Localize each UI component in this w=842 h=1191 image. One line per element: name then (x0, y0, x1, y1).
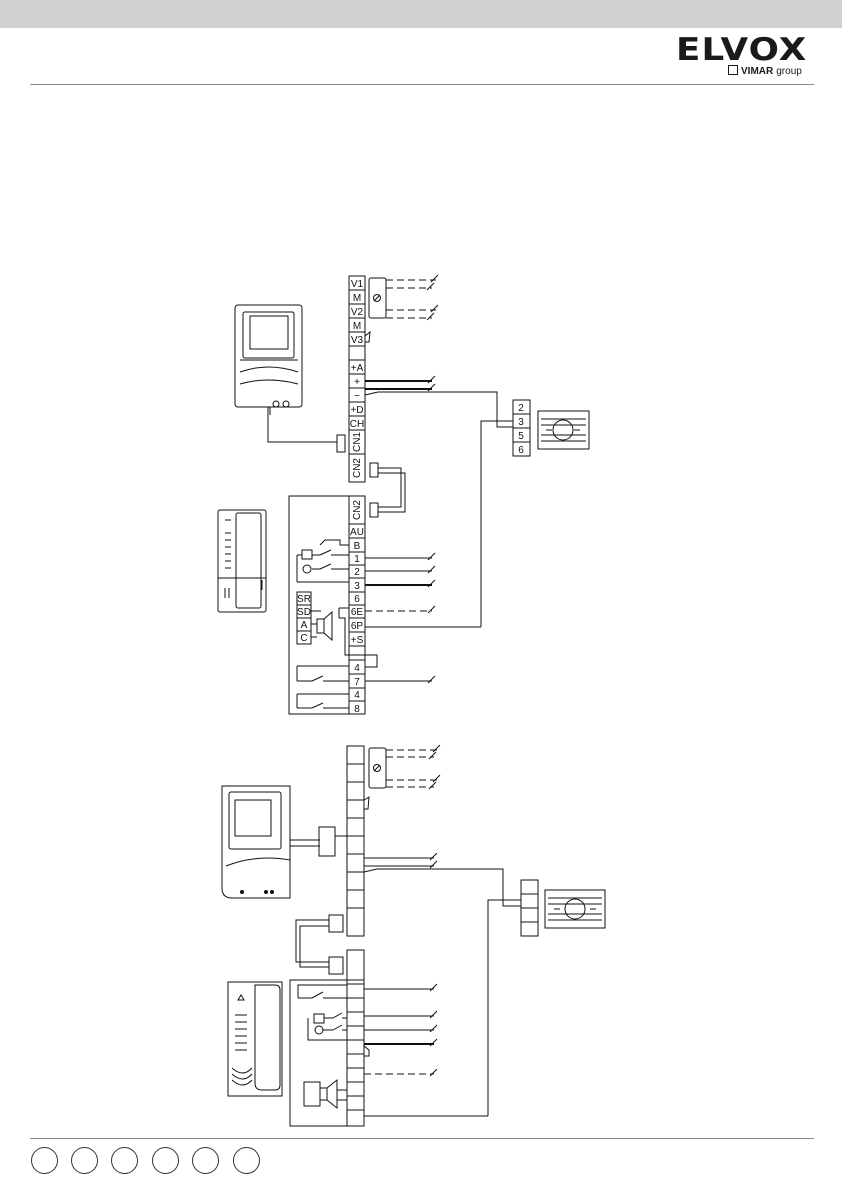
terminal-label: V2 (351, 307, 364, 318)
terminal-label: 6 (354, 594, 360, 605)
terminal-label: 6P (351, 621, 364, 632)
cn-link-cable-2 (296, 915, 343, 974)
speaker-1 (311, 608, 377, 667)
outgoing-wires-1 (365, 553, 481, 683)
terminal-label: CN2 (352, 500, 363, 520)
bell-wire-6p (481, 421, 513, 627)
terminal-label: 1 (354, 554, 360, 565)
terminal-block-2-top (347, 746, 364, 936)
terminal-label: B (354, 541, 361, 552)
cn2-link-cable (370, 463, 405, 517)
terminal-label: CN1 (352, 432, 363, 452)
terminal-label: V1 (351, 279, 364, 290)
terminal-label: 2 (518, 403, 524, 414)
coax-clamp-1 (365, 275, 438, 342)
terminal-label: CH (350, 419, 364, 430)
terminal-label: 3 (518, 417, 524, 428)
terminal-label: 6 (518, 445, 524, 456)
terminal-label: +A (351, 363, 364, 374)
terminal-label: 4 (354, 663, 360, 674)
terminal-label: 7 (354, 677, 360, 688)
doorbell-terminal-block-2 (488, 880, 538, 1116)
footer-rule (30, 1138, 814, 1139)
terminal-label: 8 (354, 704, 360, 715)
terminal-label: C (300, 633, 307, 644)
terminal-label: AU (350, 527, 364, 538)
terminal-label: +D (350, 405, 363, 416)
terminal-label: − (354, 391, 360, 402)
terminal-label: M (353, 321, 361, 332)
intercom-handset-1 (218, 510, 266, 612)
terminal-label: +S (351, 635, 364, 646)
terminal-label: 2 (354, 567, 360, 578)
terminal-label: 3 (354, 581, 360, 592)
terminal-labels-1-bottom: CN2 AU B 1 2 3 6 6E 6P +S 4 7 4 8 (350, 500, 364, 715)
terminal-label: A (301, 620, 308, 631)
terminal-label: M (353, 293, 361, 304)
coax-clamp-2 (364, 745, 440, 809)
video-monitor-1 (235, 305, 337, 442)
terminal-labels-1-top: V1 M V2 M V3 +A + − +D CH CN1 CN2 (350, 279, 364, 478)
power-bus-1 (365, 376, 513, 427)
language-circle[interactable] (111, 1147, 138, 1174)
language-circle[interactable] (71, 1147, 98, 1174)
door-lock-relay-2 (298, 985, 369, 1056)
doorbell-unit-2 (545, 890, 605, 928)
language-circle[interactable] (233, 1147, 260, 1174)
terminal-label: + (354, 377, 360, 388)
language-circle[interactable] (192, 1147, 219, 1174)
outgoing-wires-2 (364, 984, 488, 1116)
power-bus-2 (364, 853, 521, 906)
terminal-label: CN2 (352, 458, 363, 478)
aux-switches-1 (297, 666, 349, 708)
terminal-label: V3 (351, 335, 364, 346)
language-circle[interactable] (31, 1147, 58, 1174)
intercom-handset-2 (228, 982, 282, 1096)
language-circle[interactable] (152, 1147, 179, 1174)
door-lock-relay-1 (297, 540, 349, 582)
left-terminal-labels: SR SD A C (297, 592, 311, 644)
connector-cn1-plug (337, 435, 345, 452)
doorbell-terminal-labels: 2 3 5 6 (518, 403, 524, 456)
terminal-label: SD (297, 607, 311, 618)
terminal-label: 4 (354, 690, 360, 701)
terminal-label: 5 (518, 431, 524, 442)
video-monitor-2 (222, 786, 347, 898)
speaker-2 (304, 1080, 347, 1108)
terminal-label: SR (297, 594, 311, 605)
doorbell-unit-1 (538, 411, 589, 449)
terminal-label: 6E (351, 607, 364, 618)
